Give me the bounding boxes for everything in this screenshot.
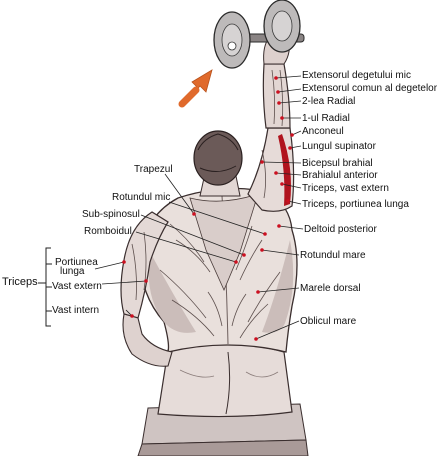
label-lungul-supinator: Lungul supinator xyxy=(302,141,376,152)
label-oblicul-mare: Oblicul mare xyxy=(300,316,357,327)
label-marele-dorsal: Marele dorsal xyxy=(300,283,361,294)
shorts xyxy=(157,343,293,418)
label-vast-extern-left: Vast extern xyxy=(52,281,102,292)
label-bicepsul-brahial: Bicepsul brahial xyxy=(302,158,373,169)
pointer-dots xyxy=(122,76,294,341)
label-vast-intern-left: Vast intern xyxy=(52,305,100,316)
torso xyxy=(139,187,298,353)
label-romboidul: Romboidul xyxy=(84,226,132,237)
left-arm xyxy=(120,211,173,367)
triceps-bracket xyxy=(38,247,52,327)
label-extensorul-comun: Extensorul comun al degetelor xyxy=(302,83,438,94)
label-portiunea-lunga: lunga xyxy=(60,266,85,277)
leader-lines xyxy=(94,75,304,340)
label-triceps-vast-extern: Triceps, vast extern xyxy=(302,183,389,194)
label-rotundul-mic: Rotundul mic xyxy=(112,192,171,203)
label-rotundul-mare: Rotundul mare xyxy=(300,250,366,261)
label-sub-spinosul: Sub-spinosul xyxy=(82,209,140,220)
label-triceps-group: Triceps xyxy=(2,276,38,288)
raised-arm xyxy=(247,35,295,212)
direction-arrow-icon xyxy=(178,69,213,108)
label-radial-2: 2-lea Radial xyxy=(302,96,356,107)
label-extensorul-degetului-mic: Extensorul degetului mic xyxy=(302,70,411,81)
label-anconeul: Anconeul xyxy=(302,126,344,137)
label-deltoid-posterior: Deltoid posterior xyxy=(304,224,377,235)
label-triceps-portiunea-lunga: Triceps, portiunea lunga xyxy=(302,199,409,210)
label-radial-1: 1-ul Radial xyxy=(302,113,350,124)
label-brahialul-anterior: Brahialul anterior xyxy=(302,170,378,181)
label-portiunea: Portiunea xyxy=(55,257,98,268)
dumbbell xyxy=(213,0,305,69)
head xyxy=(193,130,243,197)
label-trapezul: Trapezul xyxy=(134,164,173,175)
